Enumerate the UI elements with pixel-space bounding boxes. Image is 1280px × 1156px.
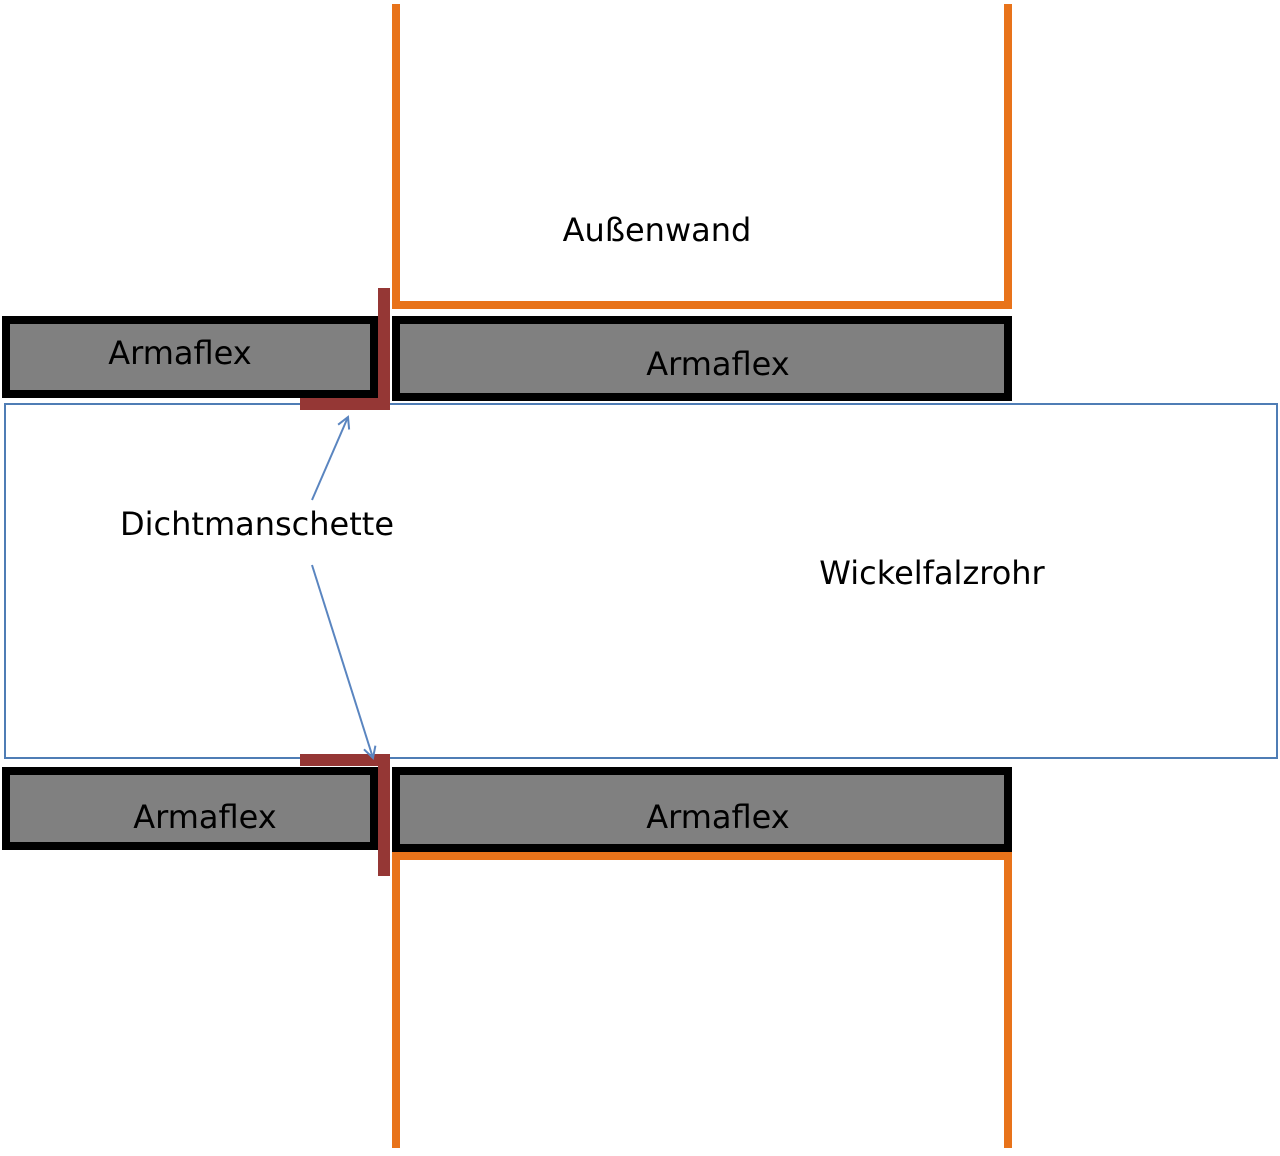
insulation-bottom-left bbox=[2, 767, 378, 850]
insulation-bottom-left-label: Armaflex bbox=[133, 798, 276, 836]
insulation-bottom-right bbox=[392, 767, 1012, 852]
outer-wall-bottom-outline bbox=[392, 852, 1012, 1148]
seal-collar-bottom bbox=[300, 754, 390, 876]
pipe-label: Wickelfalzrohr bbox=[819, 554, 1045, 592]
insulation-top-left-label: Armaflex bbox=[108, 334, 251, 372]
insulation-top-right-label: Armaflex bbox=[646, 345, 789, 383]
insulation-top-right bbox=[392, 316, 1012, 401]
seal-label: Dichtmanschette bbox=[120, 505, 394, 543]
wall-label: Außenwand bbox=[563, 211, 752, 249]
spiral-duct-pipe bbox=[4, 403, 1278, 759]
outer-wall-top-outline bbox=[392, 4, 1012, 309]
seal-collar-top bbox=[300, 288, 390, 410]
arrow-to-bottom-seal bbox=[311, 564, 373, 758]
insulation-bottom-right-label: Armaflex bbox=[646, 798, 789, 836]
insulation-top-left bbox=[2, 316, 378, 398]
arrow-to-top-seal bbox=[311, 417, 348, 501]
